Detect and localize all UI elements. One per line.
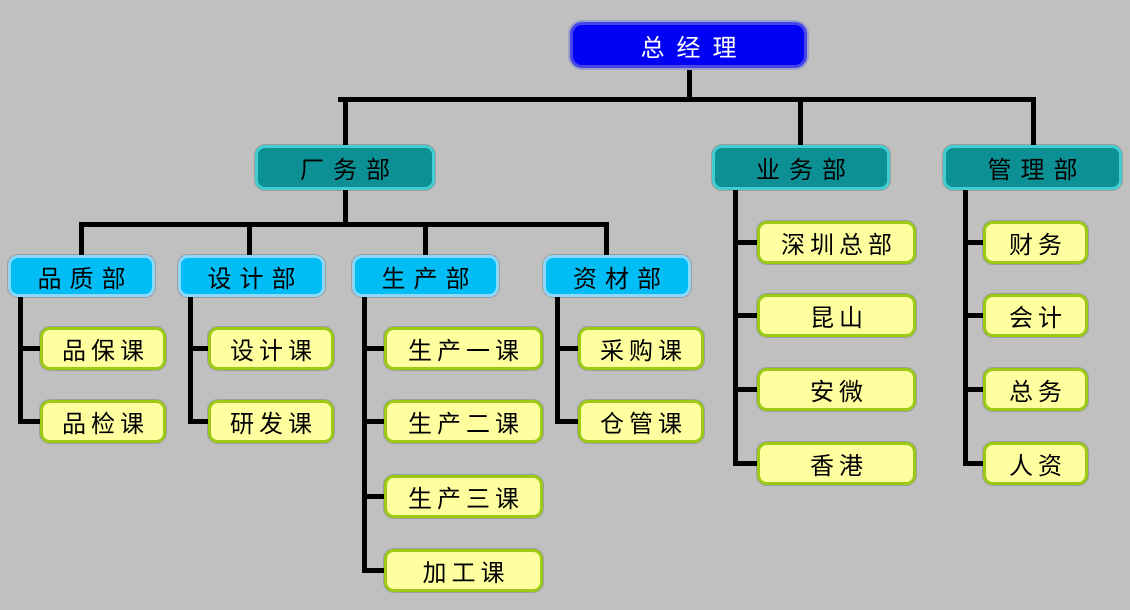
- connector-quality-vertical: [18, 296, 23, 424]
- node-production-section-1: 生产一课: [384, 327, 543, 370]
- node-production-section-3: 生产三课: [384, 475, 543, 518]
- node-label: 设计课: [230, 337, 317, 365]
- node-production-dept: 生产部: [352, 255, 499, 297]
- node-label: 采购课: [600, 337, 687, 365]
- node-label: 品检课: [62, 410, 149, 438]
- node-quality-inspection-section: 品检课: [40, 400, 166, 443]
- node-admin-dept: 管理部: [943, 145, 1122, 190]
- connector-business-vertical: [733, 190, 738, 466]
- node-label: 会计: [1009, 304, 1067, 332]
- node-label: 管理部: [987, 156, 1087, 184]
- connector-production-vertical: [362, 297, 367, 573]
- connector-business-stub-2: [733, 313, 757, 318]
- connector-production-stub-3: [362, 494, 384, 499]
- node-label: 深圳总部: [781, 231, 897, 259]
- node-label: 厂务部: [300, 156, 399, 184]
- node-label: 生产二课: [408, 410, 524, 438]
- node-human-resources: 人资: [983, 442, 1088, 485]
- node-label: 香港: [810, 452, 868, 480]
- connector-design-vertical: [188, 296, 193, 424]
- node-label: 人资: [1009, 452, 1067, 480]
- node-rnd-section: 研发课: [208, 400, 334, 443]
- connector-factory-stub: [343, 190, 348, 224]
- node-label: 业务部: [756, 156, 855, 184]
- node-anhui: 安微: [757, 368, 916, 411]
- node-finance: 财务: [983, 221, 1088, 264]
- connector-quality-stub-1: [18, 346, 40, 351]
- node-warehouse-section: 仓管课: [578, 400, 704, 443]
- node-quality-assurance-section: 品保课: [40, 327, 166, 370]
- node-shenzhen-hq: 深圳总部: [757, 221, 916, 264]
- node-label: 研发课: [230, 410, 317, 438]
- connector-materials-stub-1: [555, 346, 578, 351]
- connector-mid-horizontal: [79, 222, 609, 227]
- connector-design-stub-2: [188, 419, 208, 424]
- node-label: 加工课: [422, 559, 510, 587]
- node-label: 品保课: [62, 337, 149, 365]
- connector-admin-stub-4: [963, 461, 983, 466]
- connector-materials-vertical: [555, 297, 560, 424]
- node-design-dept: 设计部: [178, 255, 325, 297]
- node-design-section: 设计课: [208, 327, 334, 370]
- node-label: 仓管课: [600, 410, 687, 438]
- node-label: 品质部: [37, 264, 134, 293]
- connector-production-stub-2: [362, 419, 384, 424]
- node-processing-section: 加工课: [384, 549, 543, 592]
- node-business-dept: 业务部: [712, 145, 890, 190]
- connector-drop-admin: [1031, 97, 1036, 145]
- node-label: 生产一课: [408, 337, 524, 365]
- node-label: 资材部: [573, 264, 669, 293]
- connector-drop-quality: [79, 222, 84, 255]
- connector-materials-stub-2: [555, 419, 578, 424]
- connector-business-stub-1: [733, 240, 757, 245]
- connector-admin-vertical: [963, 190, 968, 466]
- connector-production-stub-1: [362, 346, 384, 351]
- node-factory-affairs-dept: 厂务部: [255, 145, 435, 190]
- node-materials-dept: 资材部: [543, 255, 691, 297]
- node-label: 总经理: [640, 33, 749, 62]
- connector-drop-production: [423, 222, 428, 255]
- connector-root-stub: [687, 67, 692, 102]
- connector-drop-business: [798, 97, 803, 145]
- node-label: 财务: [1009, 231, 1067, 259]
- connector-admin-stub-3: [963, 387, 983, 392]
- node-label: 安微: [810, 378, 868, 406]
- connector-admin-stub-1: [963, 240, 983, 245]
- node-production-section-2: 生产二课: [384, 400, 543, 443]
- connector-top-horizontal: [338, 97, 1036, 102]
- node-general-affairs: 总务: [983, 368, 1088, 411]
- connector-business-stub-3: [733, 387, 757, 392]
- node-label: 生产部: [381, 264, 478, 293]
- connector-quality-stub-2: [18, 419, 40, 424]
- node-label: 生产三课: [408, 485, 524, 513]
- node-general-manager: 总经理: [570, 22, 807, 68]
- connector-admin-stub-2: [963, 313, 983, 318]
- connector-design-stub-1: [188, 346, 208, 351]
- connector-drop-factory: [343, 97, 348, 145]
- node-hongkong: 香港: [757, 442, 916, 485]
- node-quality-dept: 品质部: [8, 255, 155, 297]
- connector-drop-materials: [604, 222, 609, 255]
- node-label: 昆山: [810, 304, 868, 332]
- node-label: 设计部: [207, 264, 304, 293]
- node-purchasing-section: 采购课: [578, 327, 704, 370]
- connector-business-stub-4: [733, 461, 757, 466]
- connector-production-stub-4: [362, 568, 384, 573]
- node-label: 总务: [1009, 378, 1067, 406]
- node-kunshan: 昆山: [757, 294, 916, 337]
- connector-drop-design: [247, 222, 252, 255]
- node-accounting: 会计: [983, 294, 1088, 337]
